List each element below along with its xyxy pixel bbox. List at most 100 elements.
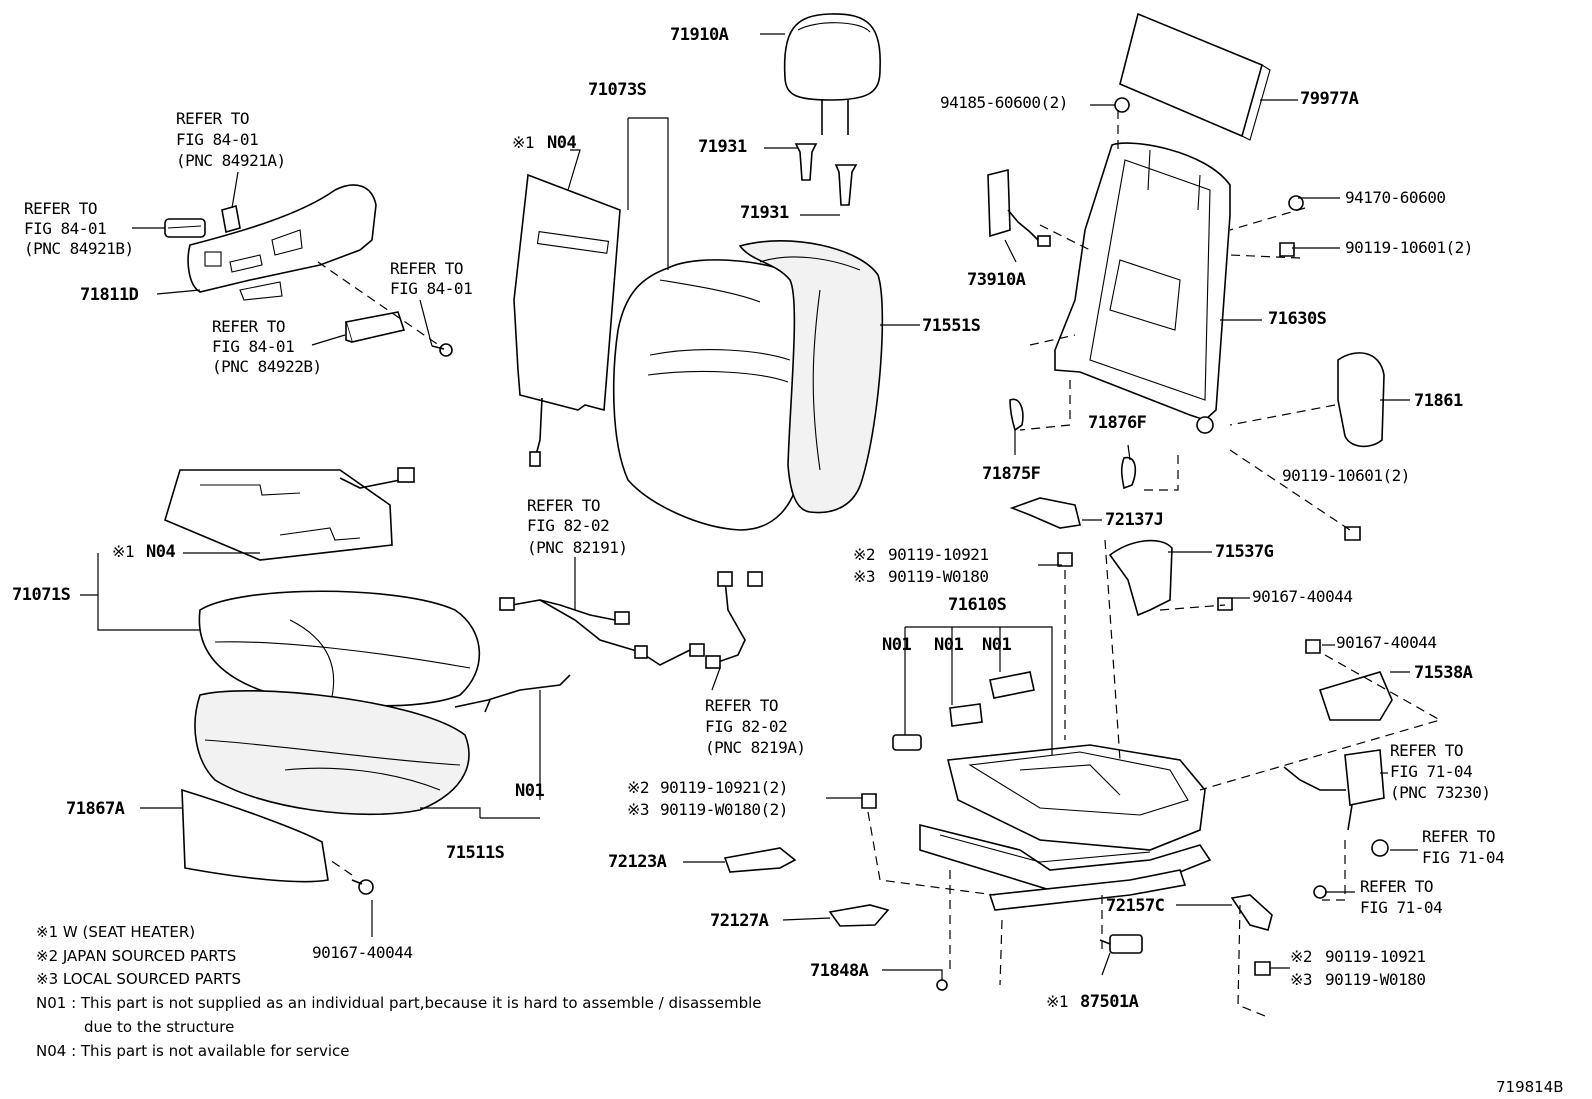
label-72123a[interactable]: 72123A [608,852,667,872]
refer7-line3[interactable]: (PNC 73230) [1390,783,1491,802]
label-72137j[interactable]: 72137J [1105,510,1164,530]
seat-cushion-heater-drawing[interactable] [164,467,415,561]
airbag-drawing[interactable] [987,168,1051,247]
cover-71861-drawing[interactable] [1337,352,1385,448]
label-bolt-mid2[interactable]: 90167-40044 [1336,633,1437,652]
cover-72137-drawing[interactable] [1009,497,1081,529]
note-n01-cont: due to the structure [84,1018,234,1036]
label-n01-a[interactable]: N01 [882,635,912,655]
seat-cushion-cover-drawing[interactable] [198,590,481,707]
refer4-line1[interactable]: REFER TO [212,317,286,336]
refer8-line1[interactable]: REFER TO [1422,827,1496,846]
label-71630s[interactable]: 71630S [1268,309,1327,329]
label-nut-top[interactable]: 94185-60600(2) [940,93,1068,112]
headrest-drawing[interactable] [783,13,881,135]
cover-71538-drawing[interactable] [1318,671,1393,721]
seat-back-cover-drawing[interactable] [612,259,811,531]
front-shield-drawing[interactable] [181,788,374,895]
label-71931-b[interactable]: 71931 [740,203,789,223]
refer7-line1[interactable]: REFER TO [1390,741,1464,760]
label-bolt-mid1[interactable]: 90167-40044 [1252,587,1353,606]
label-n04-back[interactable]: N04 [547,133,577,153]
leader-lines [80,33,1418,980]
label-71848a[interactable]: 71848A [810,961,869,981]
refer6-line3[interactable]: (PNC 8219A) [705,738,806,757]
label-bolt-r2[interactable]: 90119-10601(2) [1282,466,1410,485]
label-71867a[interactable]: 71867A [66,799,125,819]
adjuster-motors-drawing[interactable] [892,671,1035,751]
label-73910a[interactable]: 73910A [967,270,1026,290]
refer2-line1[interactable]: REFER TO [24,199,98,218]
refer5-line1[interactable]: REFER TO [527,496,601,515]
label-71931-a[interactable]: 71931 [698,137,747,157]
cover-71537-drawing[interactable] [1108,539,1173,617]
label-71538a[interactable]: 71538A [1414,663,1473,683]
label-87501a[interactable]: 87501A [1080,992,1139,1012]
label-72157c[interactable]: 72157C [1106,896,1165,916]
refer1-line3[interactable]: (PNC 84921A) [176,151,286,170]
refer1-line2[interactable]: FIG 84-01 [176,130,259,149]
label-71875f[interactable]: 71875F [982,464,1041,484]
label-71861[interactable]: 71861 [1414,391,1463,411]
label-n01-c[interactable]: N01 [982,635,1012,655]
seat-switch-drawing[interactable] [344,311,453,357]
label-n04-cushion[interactable]: N04 [146,542,176,562]
seatback-frame-drawing[interactable] [1054,142,1231,434]
refer4-line3[interactable]: (PNC 84922B) [212,357,322,376]
refer1-line1[interactable]: REFER TO [176,109,250,128]
label-bolt-mid-b[interactable]: 90119-W0180(2) [660,800,788,819]
refer9-line1[interactable]: REFER TO [1360,877,1434,896]
fasteners-drawing[interactable] [861,97,1361,991]
harness-82191-drawing[interactable] [499,597,705,666]
adjuster-covers-drawing[interactable] [723,847,1273,931]
label-bolt-bot-a[interactable]: 90119-10921 [1325,947,1426,966]
label-71610s[interactable]: 71610S [948,595,1007,615]
label-71073s[interactable]: 71073S [588,80,647,100]
occupant-sensor-drawing[interactable] [1099,934,1143,954]
refer2-line2[interactable]: FIG 84-01 [24,219,107,238]
refer3-line2[interactable]: FIG 84-01 [390,279,473,298]
label-71811d[interactable]: 71811D [80,285,139,305]
label-71876f[interactable]: 71876F [1088,413,1147,433]
refer7-line2[interactable]: FIG 71-04 [1390,762,1473,781]
refer8-line2[interactable]: FIG 71-04 [1422,848,1505,867]
refer6-line2[interactable]: FIG 82-02 [705,717,788,736]
label-bolt-mid-a[interactable]: 90119-10921(2) [660,778,788,797]
board-drawing[interactable] [1119,12,1271,141]
figure-id: 719814B [1496,1078,1564,1096]
label-71910a[interactable]: 71910A [670,25,729,45]
seat-back-heater-drawing[interactable] [513,173,621,467]
seatbelt-buckle-drawing[interactable] [1283,749,1389,899]
label-71537g[interactable]: 71537G [1215,542,1274,562]
seat-back-pad-drawing[interactable] [738,240,884,514]
harness-8219a-drawing[interactable] [705,571,763,669]
switch-knob-drawing[interactable] [164,204,241,238]
label-bolt-bot-b[interactable]: 90119-W0180 [1325,970,1426,989]
refer3-line1[interactable]: REFER TO [390,259,464,278]
label-bolt-r1[interactable]: 90119-10601(2) [1345,238,1473,257]
label-71551s[interactable]: 71551S [922,316,981,336]
refer6-line1[interactable]: REFER TO [705,696,779,715]
refer2-line3[interactable]: (PNC 84921B) [24,239,134,258]
side-shield-drawing[interactable] [187,184,377,301]
label-bolt-front[interactable]: 90167-40044 [312,943,413,962]
mark-1-n04-cushion: ※1 [112,542,134,561]
seat-adjuster-drawing[interactable] [919,744,1212,911]
label-nut-right[interactable]: 94170-60600 [1345,188,1446,207]
refer5-line2[interactable]: FIG 82-02 [527,516,610,535]
label-72127a[interactable]: 72127A [710,911,769,931]
label-n01-cushion[interactable]: N01 [515,781,545,801]
label-71071s[interactable]: 71071S [12,585,71,605]
seat-cushion-pad-drawing[interactable] [194,689,470,816]
refer4-line2[interactable]: FIG 84-01 [212,337,295,356]
label-bolt-top-a[interactable]: 90119-10921 [888,545,989,564]
refer9-line2[interactable]: FIG 71-04 [1360,898,1443,917]
label-bolt-top-b[interactable]: 90119-W0180 [888,567,989,586]
lock-covers-drawing[interactable] [1009,398,1137,490]
headrest-guide-drawing[interactable] [794,143,858,206]
label-71511s[interactable]: 71511S [446,843,505,863]
label-79977a[interactable]: 79977A [1300,89,1359,109]
refer5-line3[interactable]: (PNC 82191) [527,538,628,557]
label-n01-b[interactable]: N01 [934,635,964,655]
cushion-wire-drawing[interactable] [454,674,571,713]
